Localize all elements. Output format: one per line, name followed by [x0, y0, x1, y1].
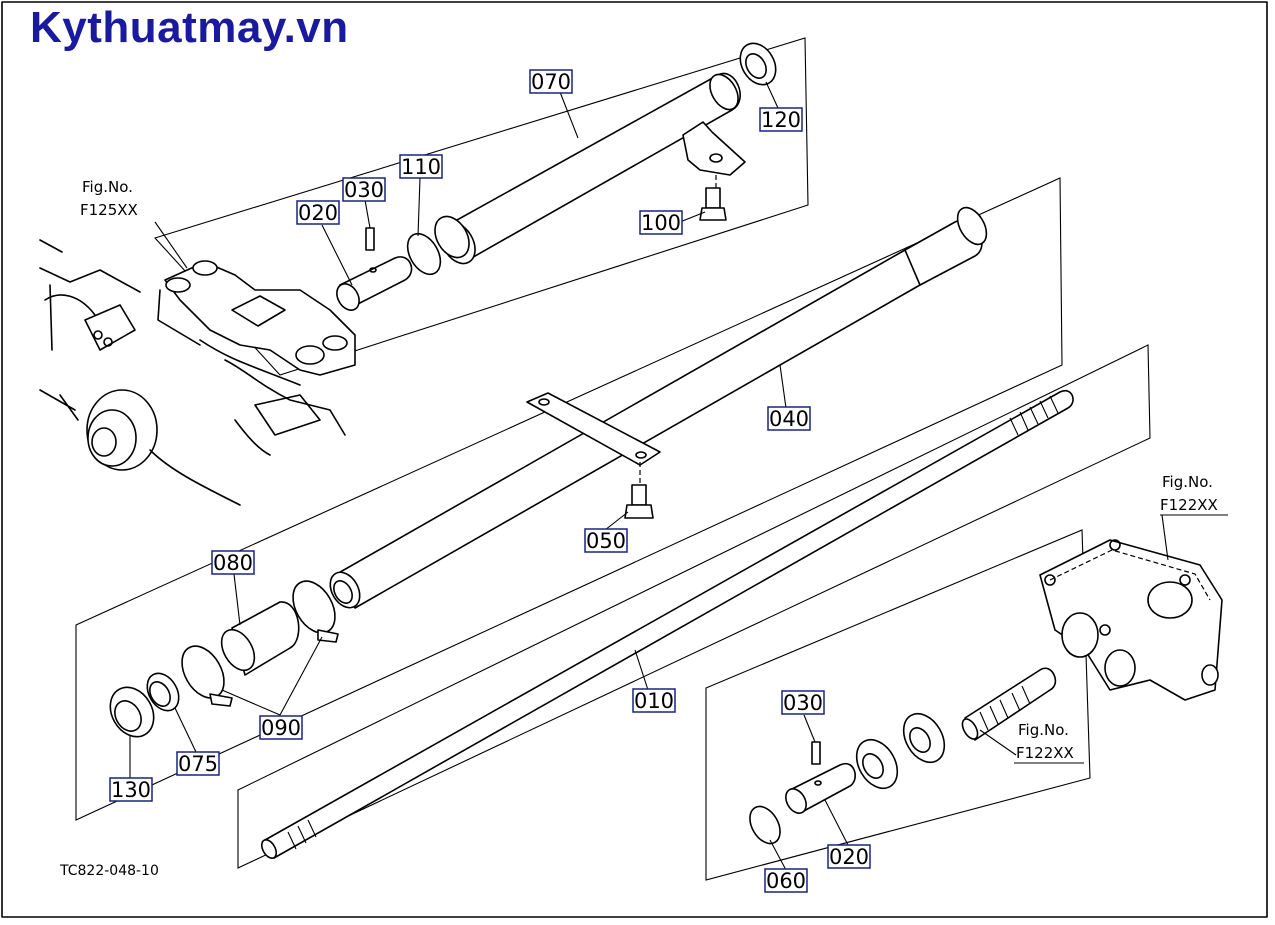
- part-number: 110: [401, 155, 441, 179]
- part-130-cap: [109, 686, 155, 738]
- part-bearing-b: [855, 738, 899, 790]
- part-label-box: [632, 688, 676, 713]
- fig-ref-line1: Fig.No.: [1018, 721, 1069, 739]
- part-120-bearing: [739, 42, 777, 86]
- part-number: 120: [761, 108, 801, 132]
- part-spline-stub: [961, 667, 1057, 741]
- part-060-oring: [749, 805, 781, 845]
- part-030-pin-lower: [811, 741, 821, 765]
- part-label-box: [109, 777, 153, 802]
- part-label-p010: 010: [632, 688, 676, 713]
- part-number: 020: [829, 845, 869, 869]
- part-label-p020b: 020: [827, 844, 871, 869]
- part-label-p100: 100: [639, 210, 683, 235]
- part-label-p070: 070: [529, 69, 573, 94]
- part-075-seal: [146, 672, 180, 712]
- part-label-box: [827, 844, 871, 869]
- part-110-oring: [406, 232, 442, 276]
- part-number: 100: [641, 211, 681, 235]
- part-030-pin-upper: [365, 227, 375, 251]
- part-number: 070: [531, 70, 571, 94]
- part-label-box: [639, 210, 683, 235]
- part-number: 030: [783, 691, 823, 715]
- part-label-p050: 050: [584, 528, 628, 553]
- housing-f122xx: [1039, 539, 1223, 701]
- part-020-pipe-upper: [336, 256, 413, 311]
- part-label-box: [399, 154, 443, 179]
- part-090-clamp-upper: [292, 580, 339, 643]
- panel-lower-right: [705, 529, 1091, 881]
- fig-ref-f122xx-shaft: Fig.No. F122XX: [1014, 721, 1084, 764]
- part-bearing-a: [902, 712, 946, 764]
- part-label-p080: 080: [211, 550, 255, 575]
- fig-ref-line2: F122XX: [1016, 744, 1074, 762]
- drawing-code: TC822-048-10: [59, 863, 159, 879]
- part-010-shaft: [260, 389, 1074, 859]
- fig-ref-line1: Fig.No.: [82, 178, 133, 196]
- leader-lines: [129, 81, 1169, 871]
- part-label-p020a: 020: [296, 200, 340, 225]
- part-label-box: [176, 751, 220, 776]
- panel-shaft: [237, 344, 1151, 869]
- part-label-box: [296, 200, 340, 225]
- part-label-box: [584, 528, 628, 553]
- watermark-logo[interactable]: Kythuatmay.vn: [30, 3, 349, 52]
- panel-middle: [75, 177, 1063, 821]
- fig-ref-f125xx: Fig.No. F125XX: [80, 178, 138, 219]
- part-label-p030b: 030: [781, 690, 825, 715]
- part-label-box: [342, 177, 386, 202]
- part-number: 080: [213, 551, 253, 575]
- part-label-p130: 130: [109, 777, 153, 802]
- part-number: 020: [298, 201, 338, 225]
- fig-ref-f122xx-top: Fig.No. F122XX: [1160, 473, 1228, 516]
- part-label-p040: 040: [767, 406, 811, 431]
- part-label-p030a: 030: [342, 177, 386, 202]
- part-020-pipe-lower: [785, 762, 856, 814]
- fig-ref-line2: F125XX: [80, 201, 138, 219]
- part-number: 050: [586, 529, 626, 553]
- part-number: 040: [769, 407, 809, 431]
- part-label-p120: 120: [759, 107, 803, 132]
- part-number: 130: [111, 778, 151, 802]
- part-050-bolt: [624, 462, 654, 519]
- part-080-boot: [220, 601, 300, 676]
- part-label-box: [529, 69, 573, 94]
- part-label-box: [759, 107, 803, 132]
- part-number: 075: [178, 752, 218, 776]
- fig-ref-line2: F122XX: [1160, 496, 1218, 514]
- part-label-p110: 110: [399, 154, 443, 179]
- part-label-box: [767, 406, 811, 431]
- part-label-box: [259, 715, 303, 740]
- part-label-p090: 090: [259, 715, 303, 740]
- part-070-tube: [434, 72, 746, 265]
- part-number: 010: [634, 689, 674, 713]
- part-090-clamp-lower: [181, 645, 233, 707]
- part-label-box: [781, 690, 825, 715]
- part-100-bolt: [699, 175, 727, 221]
- part-label-p075: 075: [176, 751, 220, 776]
- part-number: 060: [766, 869, 806, 893]
- housing-f125xx: [39, 239, 356, 506]
- part-number: 090: [261, 716, 301, 740]
- part-label-p060: 060: [764, 868, 808, 893]
- fig-ref-line1: Fig.No.: [1162, 473, 1213, 491]
- part-label-box: [211, 550, 255, 575]
- part-040-tube: [329, 206, 988, 609]
- part-label-box: [764, 868, 808, 893]
- part-number: 030: [344, 178, 384, 202]
